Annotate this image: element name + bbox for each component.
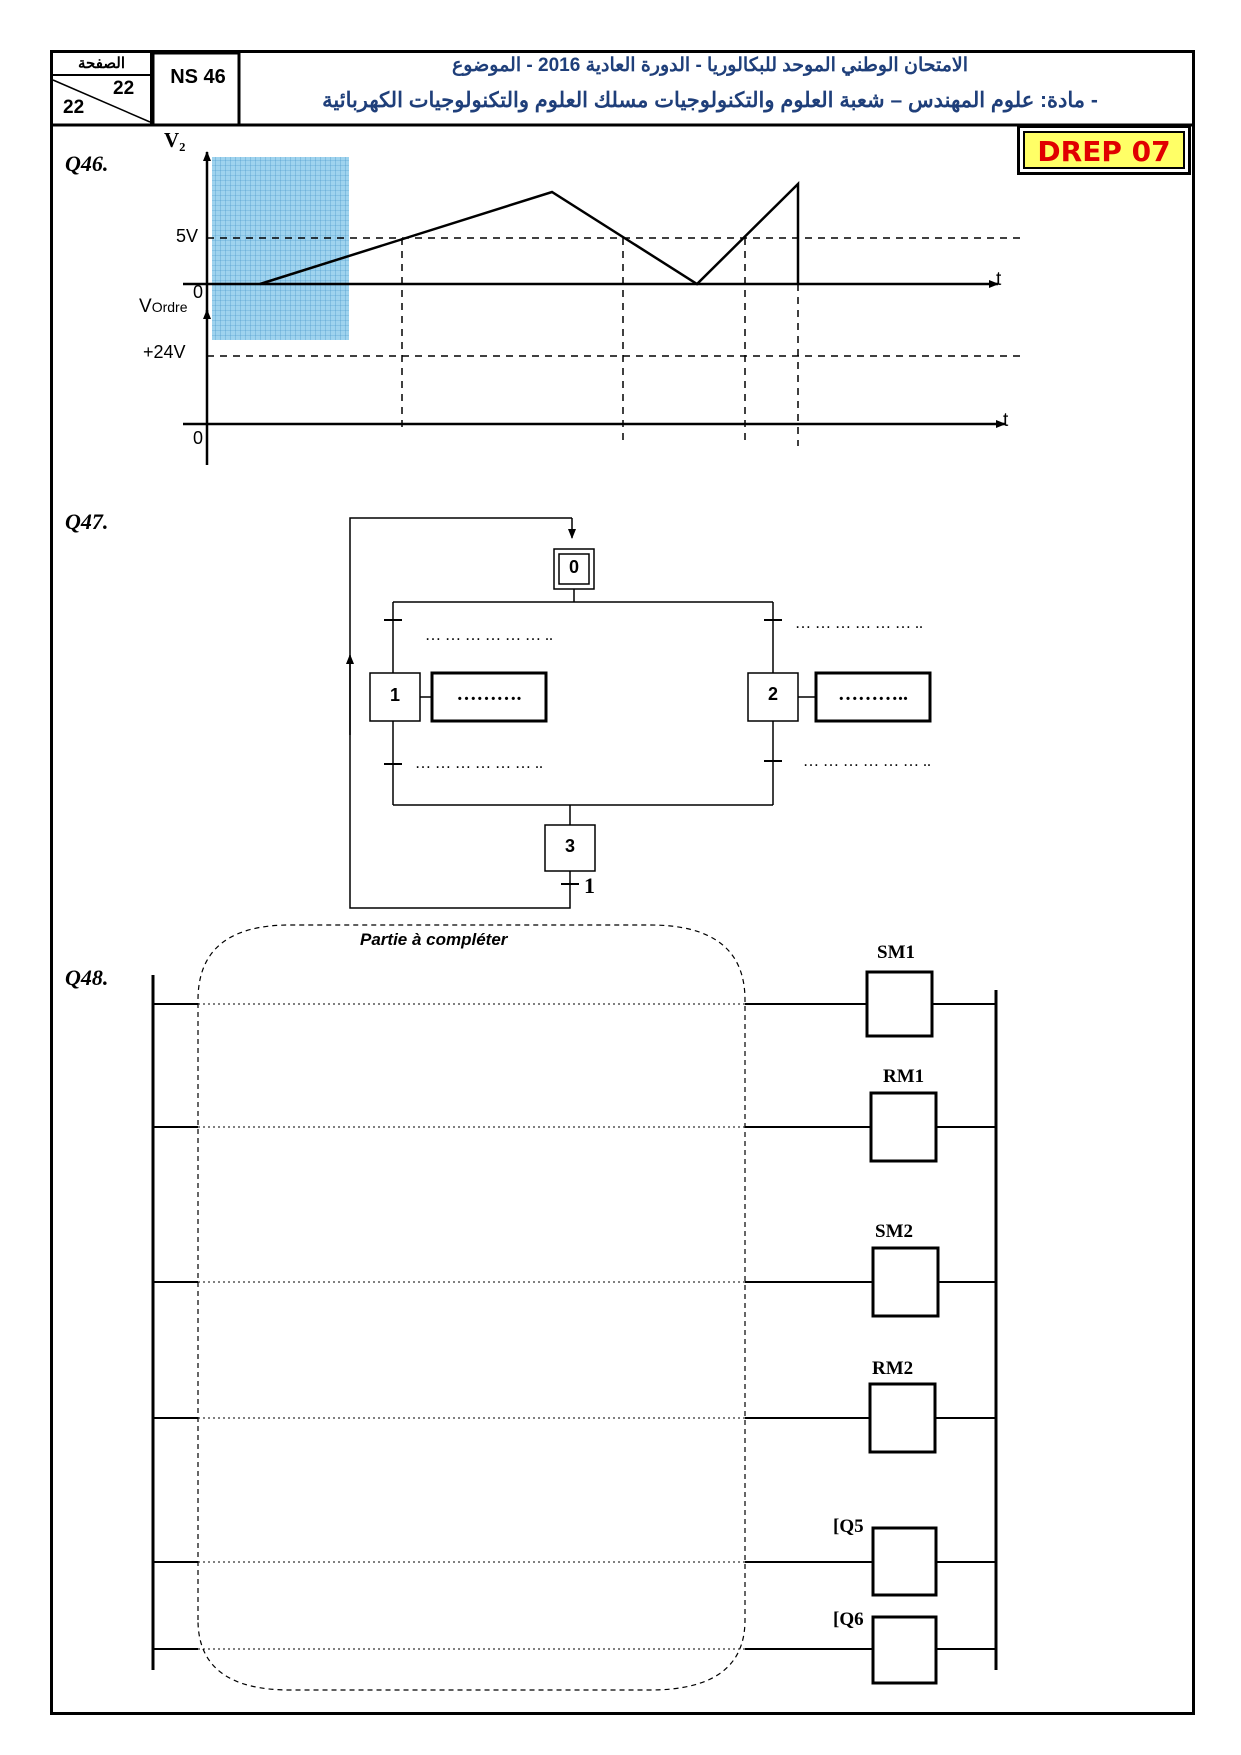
coil-q5 — [871, 1526, 938, 1597]
grid-swatch — [212, 157, 349, 340]
level-5v-label: 5V — [176, 226, 199, 246]
v2-waveform — [259, 181, 800, 286]
v2-axis-label: V₂ — [164, 128, 186, 152]
vordre-label: VOrdre — [139, 296, 187, 318]
vordre-sub: Ordre — [151, 299, 188, 315]
origin-top-label: 0 — [193, 282, 204, 302]
exam-title: الامتحان الوطني الموحد للبكالوريا - الدو… — [451, 55, 969, 76]
grafcet — [349, 517, 932, 909]
t-top-label: t — [996, 269, 1002, 290]
coil-sm1-label: SM1 — [877, 942, 915, 963]
coil-sm2 — [871, 1246, 940, 1318]
exam-code: NS 46 — [170, 66, 226, 88]
step-1-label: 1 — [389, 685, 400, 705]
transition-0-1-text: … … … … … … .. — [425, 627, 553, 644]
page-label: الصفحة — [77, 55, 126, 72]
exam-subject: - مادة: علوم المهندس – شعبة العلوم والتك… — [322, 89, 1098, 112]
page-frame — [50, 50, 1195, 1715]
coil-rm1 — [869, 1091, 938, 1163]
level-24v-label: +24V — [143, 342, 186, 362]
action-1-box — [430, 671, 548, 723]
step-0-label: 0 — [568, 557, 579, 577]
question-46-label: Q46. — [65, 151, 109, 176]
coil-sm1 — [865, 970, 934, 1038]
vordre-main: V — [139, 296, 152, 317]
page-total: 22 — [63, 97, 85, 118]
ladder — [151, 924, 998, 1691]
action-1-text: ………. — [456, 683, 522, 705]
drep-label: DREP 07 — [1023, 131, 1185, 169]
step-3-label: 3 — [564, 836, 575, 856]
completion-area-label: Partie à compléter — [360, 930, 508, 949]
drep-badge: DREP 07 — [1017, 125, 1191, 175]
transition-2-x-text: … … … … … … .. — [803, 753, 931, 770]
coil-q6 — [871, 1615, 938, 1685]
completion-area — [197, 924, 746, 1691]
question-47-label: Q47. — [65, 509, 109, 534]
page-current: 22 — [113, 78, 135, 99]
step-2-label: 2 — [767, 684, 778, 704]
coil-q5-label: [Q5 — [833, 1516, 864, 1537]
transition-1-x-text: … … … … … … .. — [415, 755, 543, 772]
action-2-text: ……….. — [838, 683, 908, 705]
coil-sm2-label: SM2 — [875, 1221, 913, 1242]
origin-bottom-label: 0 — [193, 428, 204, 448]
transition-3-0-text: 1 — [584, 873, 595, 898]
coil-rm2 — [868, 1382, 937, 1454]
step-0-inner — [558, 553, 590, 585]
loop-back-line — [349, 517, 572, 909]
coil-q6-label: [Q6 — [833, 1609, 864, 1630]
transition-0-2-text: … … … … … … .. — [795, 615, 923, 632]
code-box — [151, 51, 241, 127]
coil-rm2-label: RM2 — [872, 1358, 914, 1379]
action-2-box — [814, 671, 932, 723]
question-48-label: Q48. — [65, 965, 109, 990]
t-bottom-label: t — [1003, 410, 1009, 431]
coil-rm1-label: RM1 — [883, 1066, 925, 1087]
page-box-diagonal — [52, 79, 151, 123]
